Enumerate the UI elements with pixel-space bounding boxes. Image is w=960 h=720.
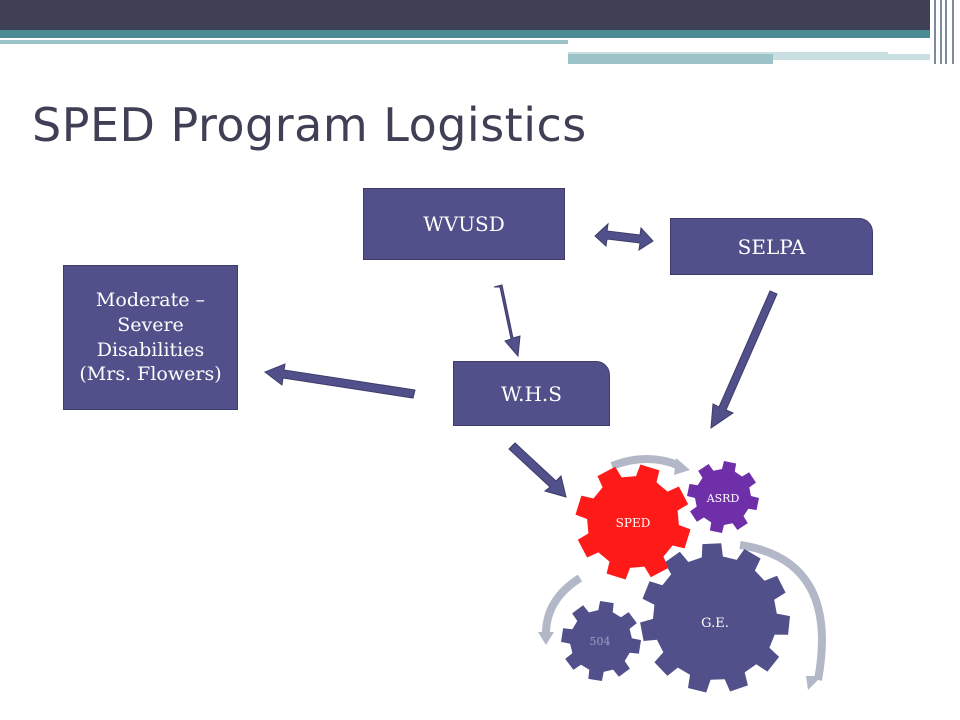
gear-asrd-shape (687, 461, 759, 533)
wvusd-box: WVUSD (363, 188, 565, 260)
arrow-selpa-to-gears (710, 290, 778, 430)
gear-sped-shape (575, 464, 691, 580)
corner-line (952, 0, 954, 64)
cycle-arrows (538, 455, 826, 690)
arrow-whs-to-gears (508, 442, 567, 498)
gear-ge-shape (640, 543, 790, 693)
corner-line (934, 0, 936, 64)
moderate-severe-box: Moderate – Severe Disabilities (Mrs. Flo… (63, 265, 238, 410)
slide-title: SPED Program Logistics (32, 98, 587, 152)
slide-accent-line (568, 54, 773, 64)
slide-top-bar (0, 0, 960, 30)
slide-accent-line (0, 40, 568, 44)
gear-504 (561, 601, 641, 681)
cycle-arrow-top (610, 455, 682, 470)
gear-504-shape (561, 601, 641, 681)
gear-asrd-label: ASRD (706, 492, 740, 505)
cycle-arrow-left (541, 574, 583, 637)
gear-sped (575, 464, 691, 580)
slide-accent-line (773, 54, 930, 60)
gear-sped-label: SPED (616, 516, 651, 530)
gear-ge-label: G.E. (701, 616, 729, 631)
whs-box: W.H.S (453, 361, 610, 426)
cycle-arrow-right (739, 541, 826, 681)
gear-ge (640, 543, 790, 693)
gear-asrd (687, 461, 759, 533)
arrow-whs-to-moderate (263, 363, 416, 399)
cycle-arrow-head (538, 632, 554, 645)
slide-corner-lines (930, 0, 960, 64)
slide-accent-line (568, 40, 888, 54)
cycle-arrow-head (806, 676, 822, 690)
cycle-arrow-head (674, 458, 690, 475)
corner-line (940, 0, 942, 64)
corner-line (945, 0, 947, 64)
arrow-wvusd-to-whs (493, 284, 521, 358)
slide-accent-band (0, 30, 930, 38)
double-arrow-wvusd-selpa (594, 222, 654, 252)
gear-504-label: 504 (590, 635, 611, 648)
selpa-box: SELPA (670, 218, 873, 275)
